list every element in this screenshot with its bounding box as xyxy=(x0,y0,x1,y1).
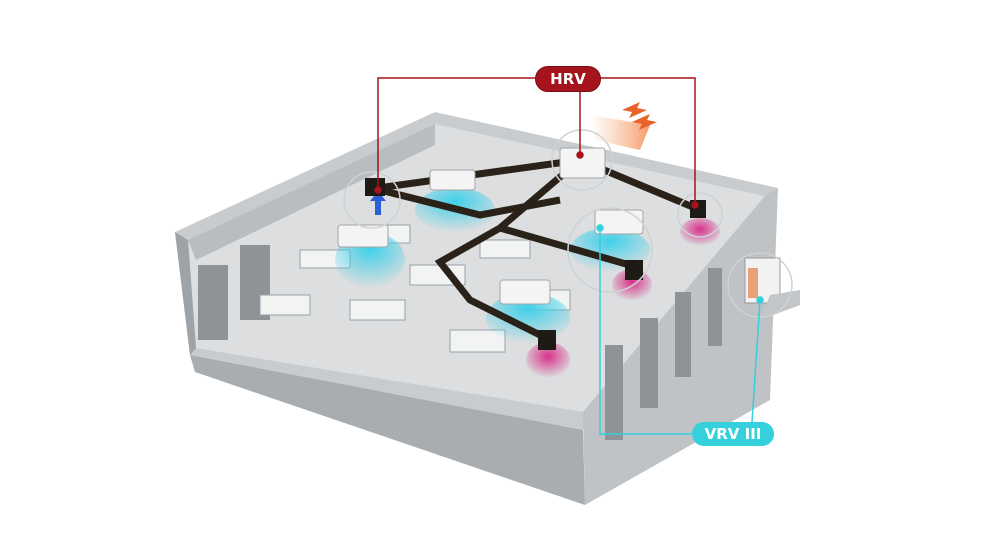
vrv-connector-lines xyxy=(596,224,764,435)
building xyxy=(175,112,778,505)
hrv-connector-lines xyxy=(374,77,699,209)
exhaust-arrows-icon xyxy=(622,102,657,130)
ducts xyxy=(377,156,702,344)
hrv-label: HRV xyxy=(535,66,601,92)
front-left-wall xyxy=(190,355,585,505)
fresh-air-arrow-icon xyxy=(370,191,386,215)
vrv-label: VRV III xyxy=(692,422,774,446)
back-wall xyxy=(188,124,435,260)
hrv-unit xyxy=(559,147,606,179)
highlight-circles xyxy=(343,129,793,318)
floor xyxy=(188,124,765,412)
indoor-units xyxy=(337,147,644,305)
